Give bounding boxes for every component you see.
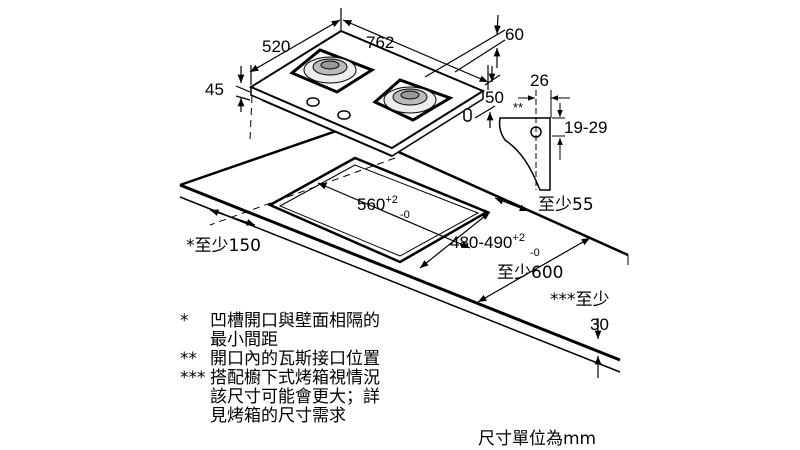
cutout-depth-tol-minus: -0 [530, 247, 540, 259]
min-back-label: 至少55 [538, 195, 594, 215]
footnote-mark: *** [180, 368, 206, 388]
footnotes: * 凹槽開口與壁面相隔的最小間距 ** 開口內的瓦斯接口位置 *** 搭配櫥下式… [180, 312, 380, 426]
back-offset-label: 60 [505, 25, 524, 44]
cutout-width-tol-minus: -0 [400, 209, 410, 221]
gas-offset-label: 26 [530, 71, 549, 90]
cutout-depth-label: 480-490+2 [450, 232, 525, 252]
burner-right [372, 78, 454, 122]
width-label: 762 [366, 33, 394, 52]
front-offset-label: 50 [485, 88, 504, 107]
gas-height-label: 19-29 [564, 118, 607, 137]
cutout-width-label: 560+2 [357, 194, 398, 214]
footnote-2: ** 開口內的瓦斯接口位置 [180, 350, 380, 369]
height-label: 45 [205, 80, 224, 99]
footnote-line: 見烤箱的尺寸需求 [210, 406, 346, 426]
gas-connection-detail [498, 90, 570, 191]
footnote-line: 最小間距 [210, 330, 278, 350]
projection-lines [209, 95, 396, 226]
footnote-mark: ** [180, 349, 197, 369]
footnote-line: 凹槽開口與壁面相隔的 [210, 311, 380, 331]
dimension-lines [209, 8, 602, 378]
min-oven-label: ***至少 [550, 290, 610, 310]
min-wall-label: *至少150 [186, 236, 261, 256]
gas-mark-label: ** [513, 100, 523, 115]
control-knobs [306, 97, 472, 122]
unit-note: 尺寸單位為mm [478, 429, 597, 449]
depth-label: 520 [262, 37, 290, 56]
footnote-line: 開口內的瓦斯接口位置 [210, 349, 380, 369]
min-oven-value: 30 [590, 315, 609, 334]
footnote-mark: * [180, 311, 189, 331]
min-front-label: 至少600 [497, 263, 563, 283]
footnote-line: 該尺寸可能會更大；詳 [210, 387, 380, 407]
footnote-3: *** 搭配櫥下式烤箱視情況該尺寸可能會更大；詳見烤箱的尺寸需求 [180, 369, 380, 426]
footnote-1: * 凹槽開口與壁面相隔的最小間距 [180, 312, 380, 350]
footnote-line: 搭配櫥下式烤箱視情況 [210, 368, 380, 388]
